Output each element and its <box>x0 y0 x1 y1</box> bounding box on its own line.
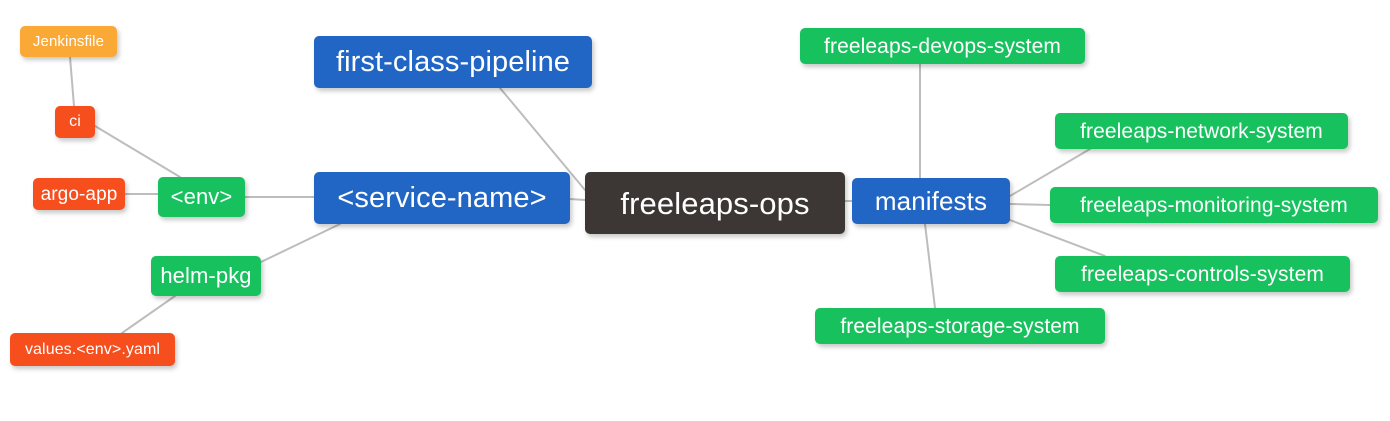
edge-manifests-to-freeleaps-controls-system <box>1009 219 1106 257</box>
edge-ci-to-jenkinsfile <box>69 56 75 107</box>
mindmap-node-ci[interactable]: ci <box>55 106 95 138</box>
mindmap-node-freeleaps-network-system[interactable]: freeleaps-network-system <box>1055 113 1348 149</box>
mindmap-node-argo-app[interactable]: argo-app <box>33 178 125 210</box>
node-label-jenkinsfile: Jenkinsfile <box>32 33 105 50</box>
edge-freeleaps-ops-to-service-name <box>569 198 586 201</box>
edge-env-to-ci <box>94 125 181 178</box>
mindmap-node-jenkinsfile[interactable]: Jenkinsfile <box>20 26 117 57</box>
node-label-ci: ci <box>69 113 81 130</box>
mindmap-node-freeleaps-devops-system[interactable]: freeleaps-devops-system <box>800 28 1085 64</box>
mindmap-node-env[interactable]: <env> <box>158 177 245 217</box>
node-label-freeleaps-ops: freeleaps-ops <box>620 185 810 221</box>
node-label-freeleaps-network-system: freeleaps-network-system <box>1080 119 1323 143</box>
mindmap-node-values-env-yaml[interactable]: values.<env>.yaml <box>10 333 175 366</box>
edge-service-name-to-helm-pkg <box>260 223 341 263</box>
node-label-first-class-pipeline: first-class-pipeline <box>335 45 571 78</box>
node-label-helm-pkg: helm-pkg <box>160 263 252 288</box>
mindmap-node-service-name[interactable]: <service-name> <box>314 172 570 224</box>
node-label-env: <env> <box>170 184 233 209</box>
node-label-argo-app: argo-app <box>40 183 118 205</box>
mindmap-node-manifests[interactable]: manifests <box>852 178 1010 224</box>
node-label-freeleaps-monitoring-system: freeleaps-monitoring-system <box>1080 193 1348 217</box>
mindmap-node-first-class-pipeline[interactable]: first-class-pipeline <box>314 36 592 88</box>
mindmap-node-freeleaps-controls-system[interactable]: freeleaps-controls-system <box>1055 256 1350 292</box>
node-label-freeleaps-devops-system: freeleaps-devops-system <box>824 34 1061 58</box>
mindmap-node-freeleaps-ops[interactable]: freeleaps-ops <box>585 172 845 234</box>
edge-manifests-to-freeleaps-monitoring-system <box>1009 203 1051 206</box>
node-label-manifests: manifests <box>874 186 988 216</box>
edge-manifests-to-freeleaps-storage-system <box>924 223 936 309</box>
mindmap-node-freeleaps-monitoring-system[interactable]: freeleaps-monitoring-system <box>1050 187 1378 223</box>
node-label-freeleaps-storage-system: freeleaps-storage-system <box>840 314 1080 338</box>
mindmap-node-helm-pkg[interactable]: helm-pkg <box>151 256 261 296</box>
node-label-values-env-yaml: values.<env>.yaml <box>24 340 161 358</box>
mindmap-node-freeleaps-storage-system[interactable]: freeleaps-storage-system <box>815 308 1105 344</box>
node-label-service-name: <service-name> <box>337 181 547 214</box>
node-label-freeleaps-controls-system: freeleaps-controls-system <box>1081 262 1324 286</box>
edge-helm-pkg-to-values-env-yaml <box>121 295 176 334</box>
